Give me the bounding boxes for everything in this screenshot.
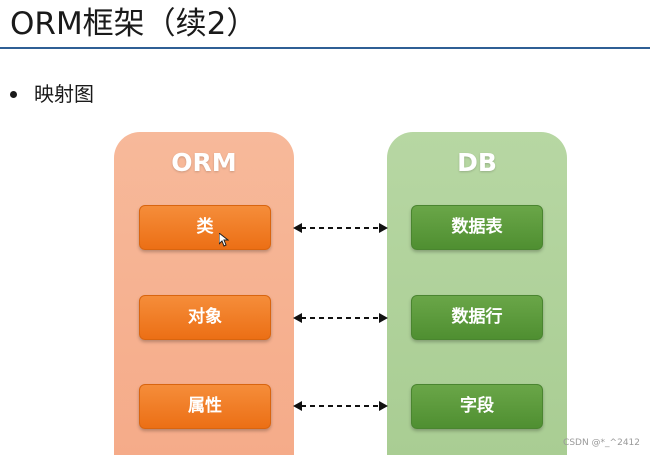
db-item-row: 数据行 (411, 295, 543, 340)
orm-item-attribute: 属性 (139, 384, 271, 429)
bullet-dot (10, 91, 17, 98)
mouse-cursor-icon (219, 233, 229, 247)
dashed-double-arrow-icon (293, 313, 388, 323)
db-panel-title: DB (457, 148, 497, 177)
orm-panel-title: ORM (171, 148, 237, 177)
orm-item-object: 对象 (139, 295, 271, 340)
orm-panel: ORM 类 对象 属性 (114, 132, 294, 455)
db-item-field: 字段 (411, 384, 543, 429)
dashed-double-arrow-icon (293, 401, 388, 411)
title-divider (0, 47, 650, 49)
db-item-table: 数据表 (411, 205, 543, 250)
slide-title: ORM框架（续2） (10, 6, 258, 42)
dashed-double-arrow-icon (293, 223, 388, 233)
orm-item-class: 类 (139, 205, 271, 250)
watermark-text: CSDN @*_^2412 (563, 438, 640, 448)
bullet-text: 映射图 (34, 82, 94, 106)
db-panel: DB 数据表 数据行 字段 (387, 132, 567, 455)
